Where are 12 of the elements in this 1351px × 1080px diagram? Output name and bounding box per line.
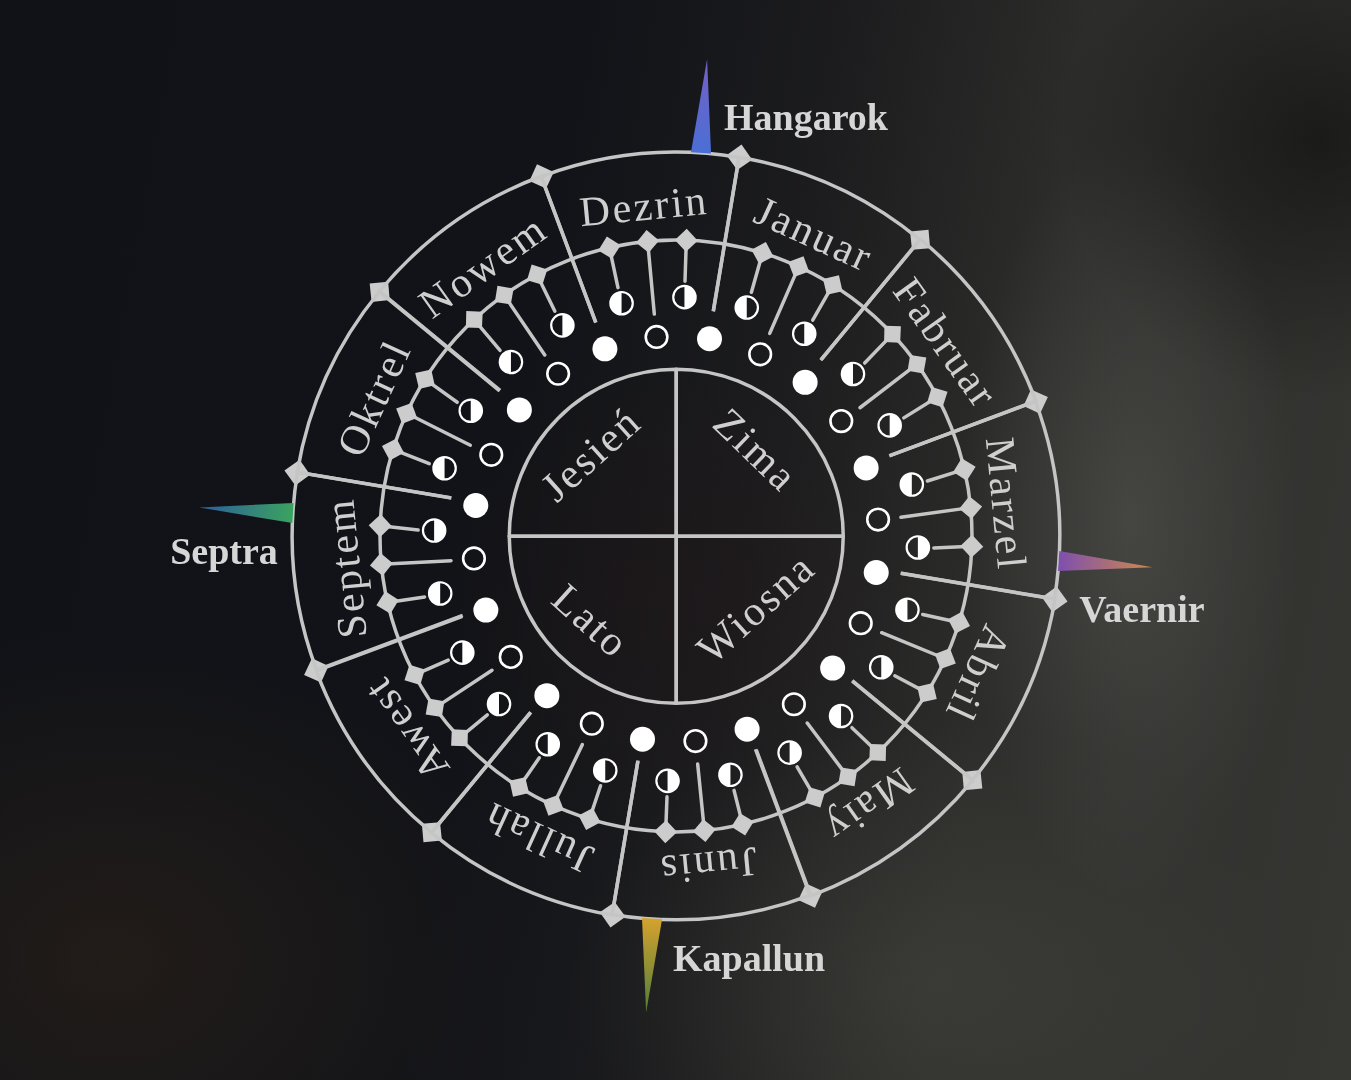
compass-label: Septra — [170, 532, 278, 572]
month-name: Abril — [938, 618, 1019, 729]
month-name: Junis — [656, 840, 759, 893]
month-name: Jullah — [477, 795, 600, 882]
compass-label: Kapallun — [672, 939, 825, 979]
month-name: Dezrin — [577, 178, 711, 233]
month-name: Septem — [317, 495, 374, 640]
month-name: Oktrel — [329, 333, 419, 463]
compass-label: Vaernir — [1079, 590, 1205, 630]
month-name: Marzel — [979, 435, 1034, 573]
month-name: Maiy — [816, 760, 922, 852]
compass-label: Hangarok — [724, 98, 888, 138]
